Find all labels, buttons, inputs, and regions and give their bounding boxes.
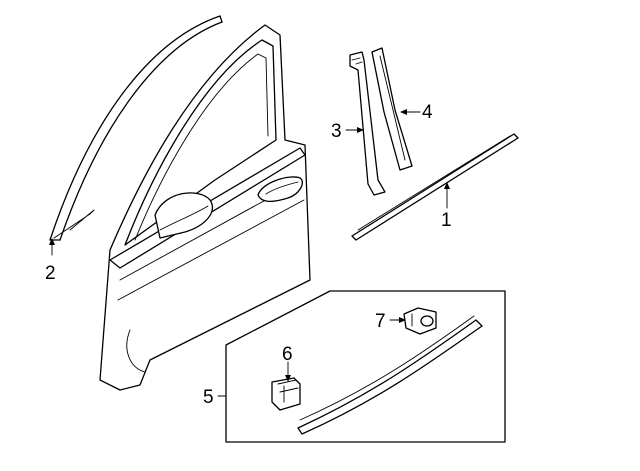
part-1-belt-molding bbox=[351, 133, 519, 241]
part-5-kit-box bbox=[225, 290, 506, 443]
part-6-clip bbox=[271, 377, 301, 411]
callout-6: 6 bbox=[282, 344, 293, 365]
part-2-weatherstrip bbox=[49, 15, 223, 241]
callout-3: 3 bbox=[331, 121, 342, 142]
callout-5: 5 bbox=[203, 387, 214, 408]
callout-1: 1 bbox=[441, 210, 452, 231]
part-3-pillar-applique bbox=[349, 51, 386, 196]
side-molding-strip bbox=[297, 315, 483, 435]
leader-lines bbox=[49, 109, 450, 397]
callout-7: 7 bbox=[375, 311, 386, 332]
callout-2: 2 bbox=[45, 263, 56, 284]
front-door bbox=[99, 24, 311, 391]
callout-4: 4 bbox=[422, 102, 433, 123]
part-7-fastener bbox=[403, 307, 437, 335]
part-4-pillar-applique bbox=[371, 47, 413, 171]
